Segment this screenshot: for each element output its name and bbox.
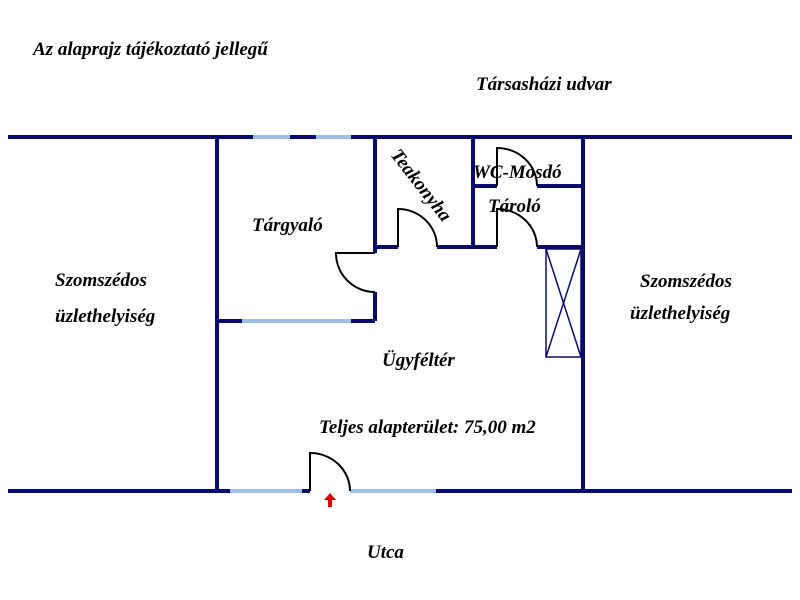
disclaimer-note: Az alaprajz tájékoztató jellegű (32, 39, 269, 60)
label-wc: WC-Mosdó (473, 162, 562, 183)
label-storage: Tároló (488, 196, 541, 217)
label-neighbor-left-2: üzlethelyiség (55, 306, 155, 327)
label-neighbor-right: Szomszédos (640, 271, 732, 292)
cabinet (545, 248, 582, 358)
doors (309, 146, 538, 494)
label-kitchenette: Teakonyha (386, 145, 456, 226)
total-area: Teljes alapterület: 75,00 m2 (319, 417, 536, 438)
label-courtyard: Társasházi udvar (476, 74, 612, 95)
label-street: Utca (367, 542, 404, 563)
windows (230, 135, 436, 493)
label-client-area: Ügyféltér (382, 350, 455, 371)
label-neighbor-left: Szomszédos (55, 270, 147, 291)
label-meeting-room: Tárgyaló (252, 215, 323, 236)
arrow-up-icon (324, 493, 336, 507)
label-neighbor-right-2: üzlethelyiség (630, 303, 730, 324)
